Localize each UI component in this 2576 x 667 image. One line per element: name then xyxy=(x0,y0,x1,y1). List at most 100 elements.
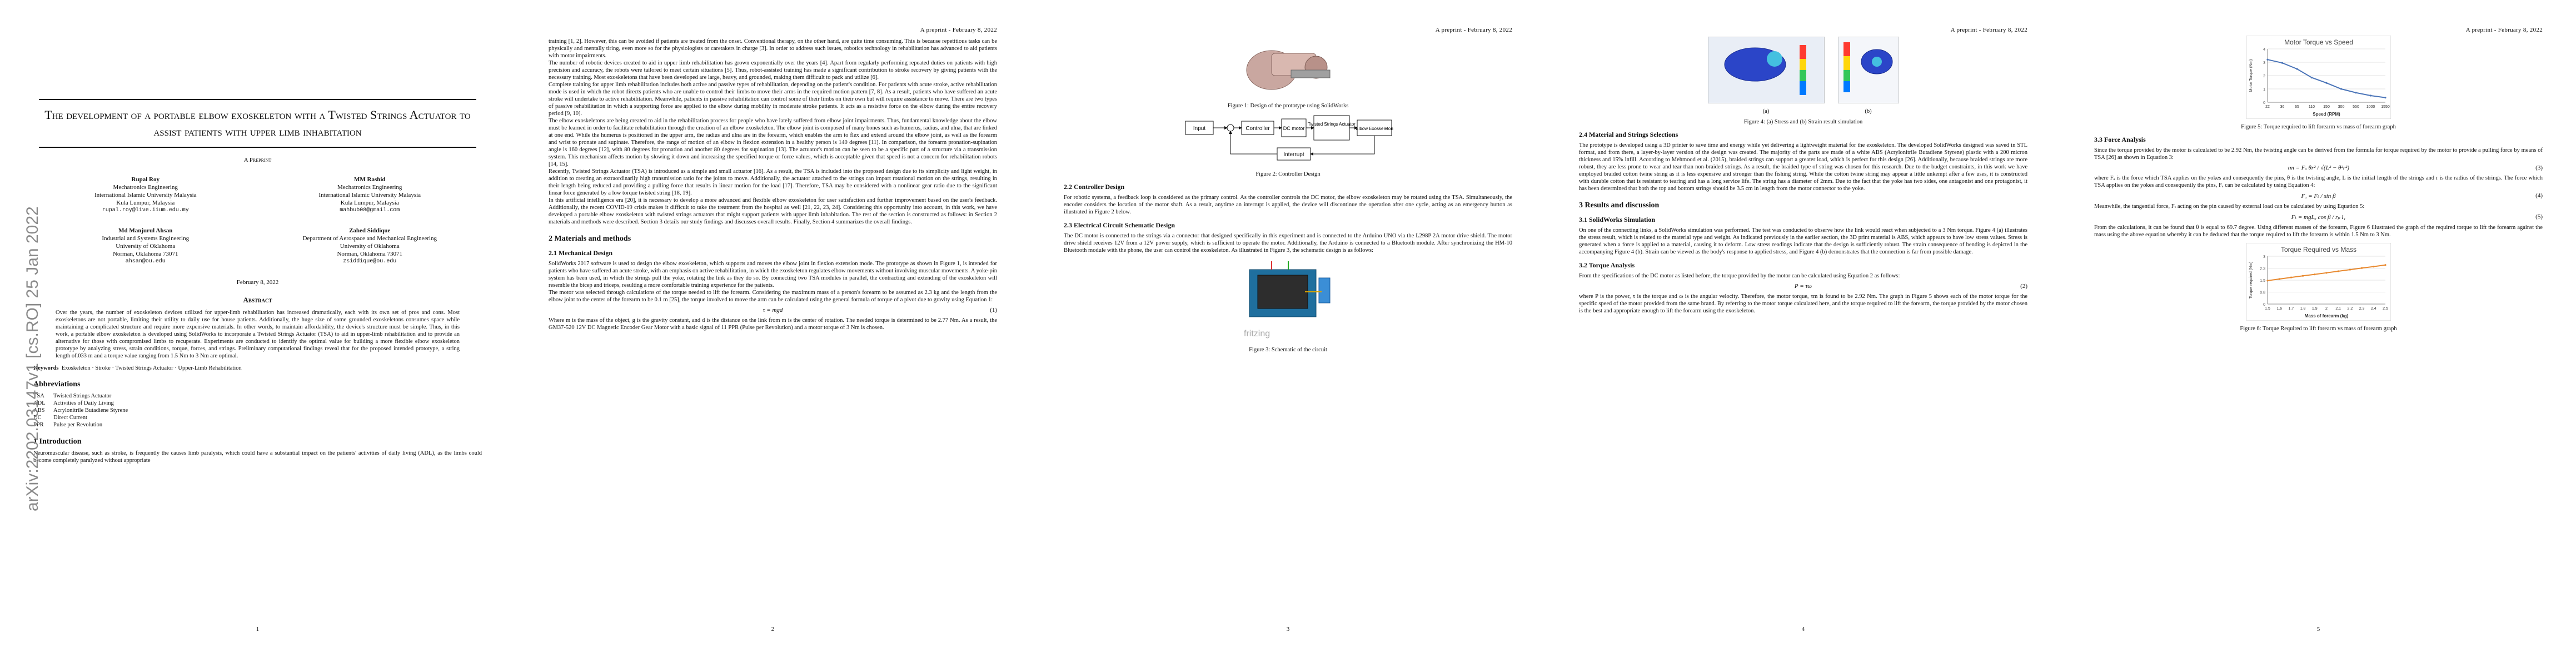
x-tick-label: 36 xyxy=(2280,105,2284,109)
subsection-heading: 3.3 Force Analysis xyxy=(2094,136,2146,143)
figure-3: fritzing Figure 3: Schematic of the circ… xyxy=(1064,258,1512,353)
subsection-heading: 3.2 Torque Analysis xyxy=(1579,261,1635,269)
body-paragraph: Neuromuscular disease, such as stroke, i… xyxy=(33,450,482,464)
y-tick-label: 0.8 xyxy=(2260,291,2265,295)
x-tick-label: 2.1 xyxy=(2335,307,2341,311)
paper-date: February 8, 2022 xyxy=(236,279,279,286)
stress-simulation-image xyxy=(1707,36,1825,104)
data-point xyxy=(2310,77,2313,79)
body-paragraph: From the specifications of the DC motor … xyxy=(1579,273,1900,279)
body-paragraph: The DC motor is connected to the strings… xyxy=(1064,233,1512,253)
page-number: 2 xyxy=(771,626,775,633)
body-paragraph: Since the torque provided by the motor i… xyxy=(2094,147,2543,161)
section-heading: 1 Introduction xyxy=(33,437,82,446)
x-tick-label: 2.2 xyxy=(2347,307,2353,311)
data-point xyxy=(2281,62,2283,64)
chart-frame xyxy=(2246,35,2391,120)
x-axis-label: Mass of forearm (kg) xyxy=(2304,313,2348,318)
body-paragraph: SolidWorks 2017 software is used to desi… xyxy=(549,261,997,288)
running-head: A preprint - February 8, 2022 xyxy=(1950,27,2027,33)
author-block: Zahed Siddique Department of Aerospace a… xyxy=(258,227,482,266)
y-tick-label: 2.3 xyxy=(2260,267,2265,271)
body-paragraph: Meanwhile, the tangential force, Fₜ acti… xyxy=(2094,203,2365,210)
chart-title: Motor Torque vs Speed xyxy=(2284,38,2353,46)
figure-caption: Figure 3: Schematic of the circuit xyxy=(1249,347,1327,353)
equation-4: Fₐ = Fₜ / sin β(4) xyxy=(2301,192,2543,200)
abstract-text: Over the years, the number of exoskeleto… xyxy=(56,310,460,359)
figure-caption: Figure 1: Design of the prototype using … xyxy=(1227,103,1349,109)
x-tick-label: 1.8 xyxy=(2300,307,2305,311)
x-tick-label: 110 xyxy=(2308,105,2314,109)
x-tick-label: 2.3 xyxy=(2359,307,2364,311)
figure-4: (a) (b) xyxy=(1579,36,2027,115)
arxiv-stamp: arXiv:2202.03147v1 [cs.RO] 25 Jan 2022 xyxy=(23,206,42,511)
summing-junction xyxy=(1227,124,1234,132)
figure-2: Input Controller DC motor Twisted String… xyxy=(1064,113,1512,177)
x-tick-label: 1000 xyxy=(2366,105,2375,109)
body-paragraph: On one of the connecting links, a SolidW… xyxy=(1579,227,2027,255)
y-tick-label: 0 xyxy=(2263,101,2265,105)
equation-1: τ = mgd(1) xyxy=(763,307,997,313)
preprint-label: A Preprint xyxy=(243,157,272,163)
strain-simulation-image xyxy=(1837,36,1899,104)
equation-2: P = τω(2) xyxy=(1794,283,2027,290)
author-email[interactable]: rupal.roy@live.iium.edu.my xyxy=(102,207,189,213)
body-paragraph: The number of robotic devices created to… xyxy=(549,60,997,81)
body-paragraph: Recently, Twisted Strings Actuator (TSA)… xyxy=(549,168,997,196)
equation-5: Fₜ = mgLₐ cos β / rₚ l₁(5) xyxy=(2291,213,2543,221)
x-tick-label: 550 xyxy=(2353,105,2359,109)
data-point xyxy=(2369,94,2371,97)
author-email[interactable]: mahbub08@gmail.com xyxy=(340,207,400,213)
y-axis-label: Torque required (Nm) xyxy=(2249,262,2253,299)
y-tick-label: 0 xyxy=(2263,303,2265,307)
paper-title: The development of a portable elbow exos… xyxy=(39,99,476,148)
x-tick-label: 1.5 xyxy=(2265,307,2270,311)
running-head: A preprint - February 8, 2022 xyxy=(2465,27,2543,33)
data-point xyxy=(2325,272,2328,274)
block-tsa xyxy=(1313,115,1349,141)
x-tick-label: 1.7 xyxy=(2288,307,2294,311)
page-number: 5 xyxy=(2316,626,2320,633)
figure-caption: Figure 2: Controller Design xyxy=(1255,171,1321,177)
subsection-heading: 3.1 SolidWorks Simulation xyxy=(1579,216,1656,223)
data-point xyxy=(2337,270,2339,272)
figure-caption: Figure 5: Torque required to lift forear… xyxy=(2241,124,2396,130)
block-tsa-label: Twisted Strings Actuator xyxy=(1308,122,1356,127)
page-number: 1 xyxy=(256,626,260,633)
data-point xyxy=(2278,278,2280,280)
block-elbow-label: Elbow Exoskeleton xyxy=(1356,126,1393,131)
figure-caption: Figure 4: (a) Stress and (b) Strain resu… xyxy=(1743,119,1863,125)
prototype-render-image xyxy=(1246,50,1330,90)
x-tick-label: 2 xyxy=(2325,307,2328,311)
data-point xyxy=(2313,273,2315,276)
body-paragraph: Complete training for upper limb rehabil… xyxy=(549,82,997,117)
author-email[interactable]: zsiddique@ou.edu xyxy=(343,258,397,265)
page-number: 3 xyxy=(1286,626,1290,633)
data-point xyxy=(2266,58,2269,61)
data-point xyxy=(2384,264,2386,266)
subfigure-label: (b) xyxy=(1865,108,1872,115)
author-block: Md Manjurul Ahsan Industrial and Systems… xyxy=(33,227,258,266)
x-tick-label: 1550 xyxy=(2381,105,2390,109)
body-paragraph: The prototype is developed using a 3D pr… xyxy=(1579,142,2027,192)
x-tick-label: 2.5 xyxy=(2383,307,2388,311)
body-paragraph: Where m is the mass of the object, g is … xyxy=(549,317,997,331)
data-point xyxy=(2354,92,2357,94)
block-elbow-exoskeleton xyxy=(1357,120,1392,136)
body-paragraph: The motor was selected through calculati… xyxy=(549,290,997,303)
x-tick-label: 2.4 xyxy=(2370,307,2376,311)
body-paragraph: training [1, 2]. However, this can be av… xyxy=(549,38,997,59)
x-tick-label: 1.9 xyxy=(2311,307,2317,311)
data-point xyxy=(2360,267,2363,269)
controller-block-diagram: Input Controller DC motor Twisted String… xyxy=(1185,115,1393,161)
page-2: A preprint - February 8, 2022 training [… xyxy=(515,0,1030,667)
abstract-heading: Abstract xyxy=(243,296,272,304)
author-list: Rupal Roy Mechatronics Engineering Inter… xyxy=(33,176,482,266)
data-point xyxy=(2349,268,2351,271)
data-point xyxy=(2290,276,2292,278)
page-1: arXiv:2202.03147v1 [cs.RO] 25 Jan 2022 T… xyxy=(0,0,515,667)
author-email[interactable]: ahsan@ou.edu xyxy=(125,258,166,265)
